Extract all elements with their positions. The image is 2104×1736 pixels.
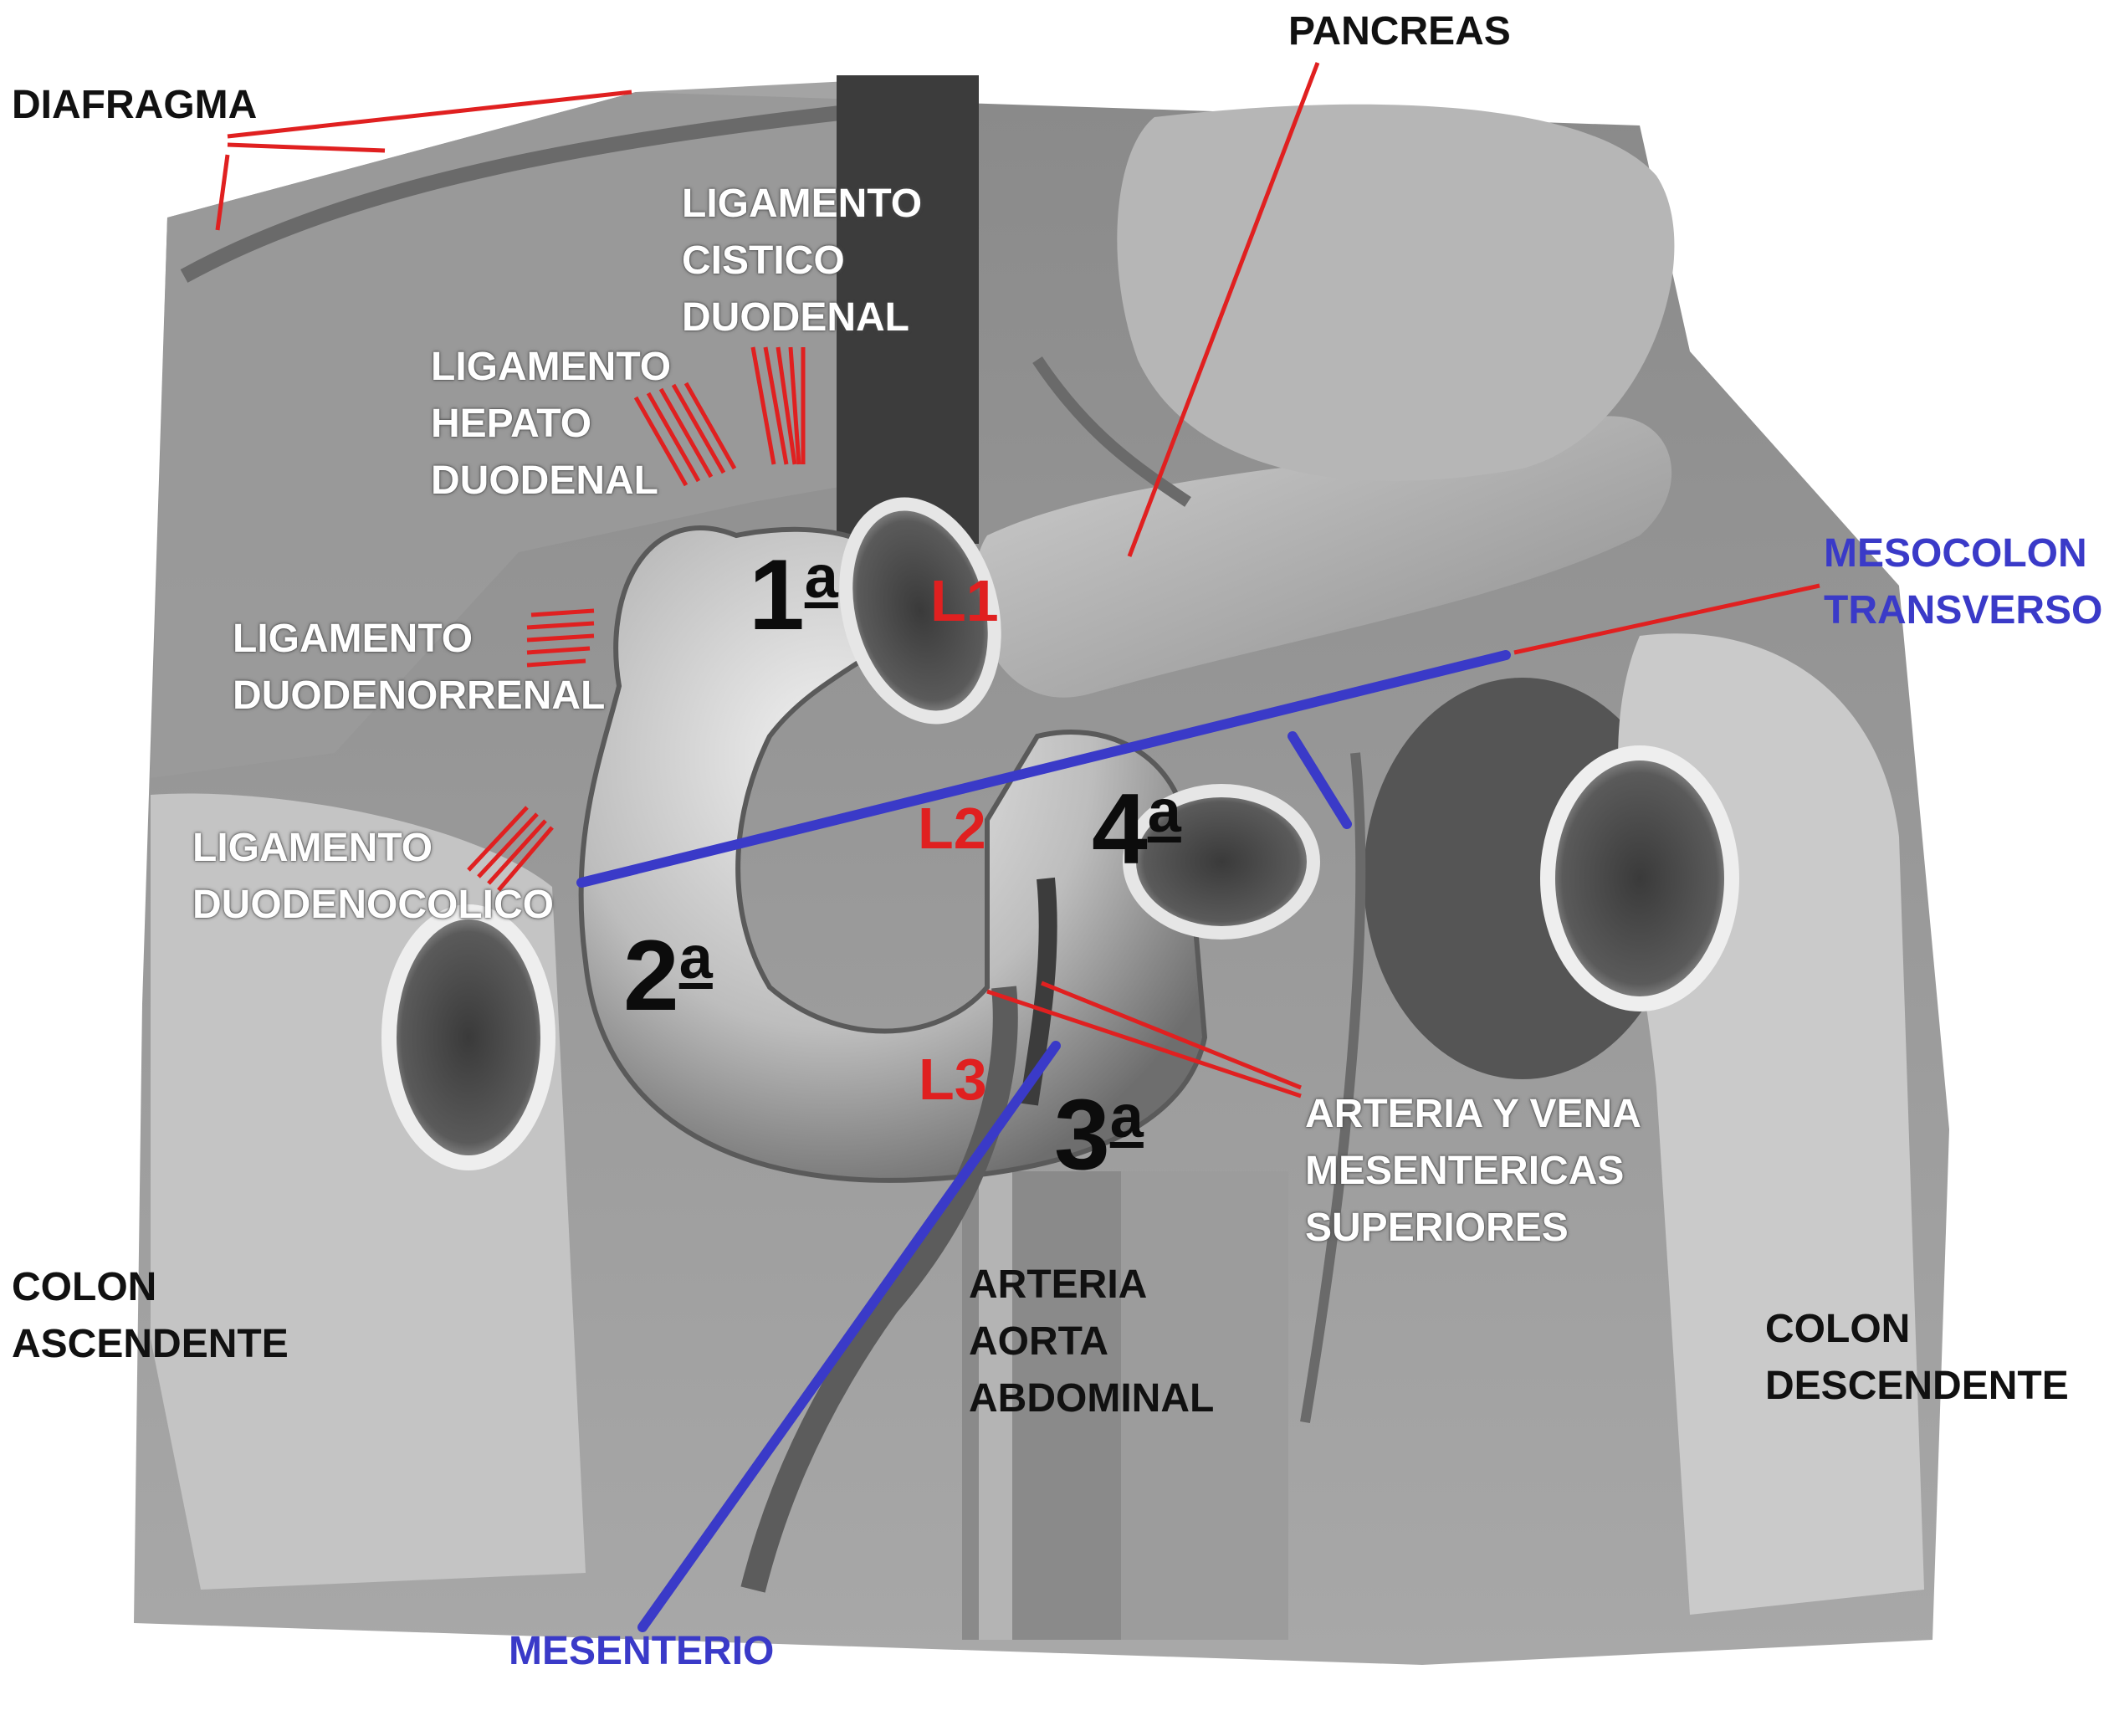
label-mesenterio: MESENTERIO [509, 1629, 775, 1673]
segment-2: 2a [623, 919, 713, 1032]
segment-3: 3a [1054, 1078, 1144, 1191]
vertebra-l1: L1 [930, 568, 999, 633]
label-arteria-aorta-abdominal: ARTERIA AORTA ABDOMINAL [969, 1262, 1215, 1421]
colon-asc-lumen [381, 904, 555, 1170]
label-arteria-vena-mesentericas: ARTERIA Y VENA MESENTERICAS SUPERIORES [1305, 1092, 1641, 1250]
bulb-lumen [839, 497, 1001, 725]
vertebra-l3: L3 [919, 1047, 987, 1112]
fourth-part-lumen [1123, 784, 1320, 940]
vertebra-l2: L2 [918, 796, 986, 861]
diaphragm-fold [180, 93, 963, 283]
vena-cava-lower [1121, 1171, 1288, 1640]
label-ligamento-cistico-duodenal: LIGAMENTO CISTICO DUODENAL [682, 182, 923, 340]
red-annotation-lines [215, 62, 1820, 1098]
label-colon-descendente: COLON DESCENDENTE [1765, 1307, 2069, 1408]
vena-cava [837, 75, 979, 544]
blue-annotation-lines [576, 650, 1511, 1632]
label-mesocolon-transverso: MESOCOLON TRANSVERSO [1824, 531, 2103, 632]
label-pancreas: PANCREAS [1288, 9, 1511, 54]
label-colon-ascendente: COLON ASCENDENTE [12, 1265, 289, 1366]
mesenteric-vessels [740, 986, 1018, 1593]
pancreas-shape [975, 416, 1672, 698]
liver-shape [151, 75, 962, 778]
label-diafragma: DIAFRAGMA [12, 83, 258, 127]
segment-1: 1a [749, 539, 838, 651]
label-ligamento-hepato-duodenal: LIGAMENTO HEPATO DUODENAL [431, 345, 672, 503]
label-ligamento-duodenorrenal: LIGAMENTO DUODENORRENAL [233, 617, 606, 718]
stomach-shape [1117, 104, 1675, 481]
label-ligamento-duodenocolico: LIGAMENTO DUODENOCOLICO [192, 826, 554, 927]
segment-4: 4a [1092, 773, 1181, 885]
colon-desc-lumen [1540, 745, 1739, 1011]
